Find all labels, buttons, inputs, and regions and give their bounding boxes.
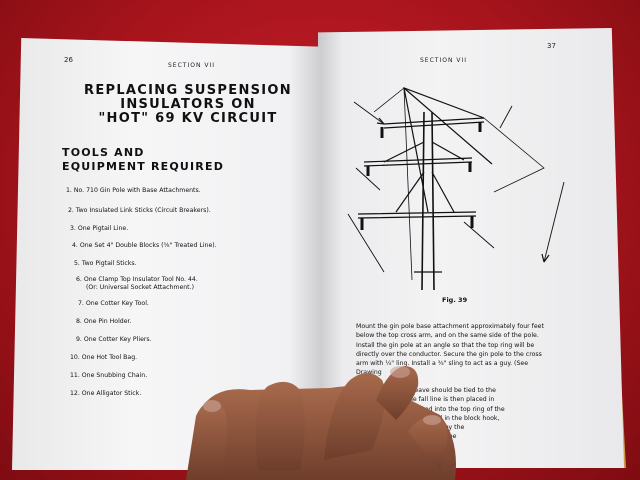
right-section-header: SECTION VII bbox=[420, 57, 467, 64]
right-page-number: 37 bbox=[547, 42, 556, 50]
list-item: 5. Two Pigtail Sticks. bbox=[74, 260, 137, 267]
text-line: Install the gin pole at an angle so that… bbox=[356, 341, 535, 349]
text-line: below the top cross arm, and on the same… bbox=[356, 332, 539, 340]
text-line: directly over the conductor. Secure the … bbox=[356, 350, 542, 358]
text-line: s imperative that all lines be bbox=[368, 433, 457, 441]
list-item: 7. One Cotter Key Tool. bbox=[78, 300, 149, 307]
section-subtitle: TOOLS AND EQUIPMENT REQUIRED bbox=[62, 146, 262, 174]
paragraph-mounting: Mount the gin pole base attachment appro… bbox=[356, 322, 544, 378]
title-line-2: INSULATORS ON bbox=[120, 97, 256, 112]
list-item: 2. Two Insulated Link Sticks (Circuit Br… bbox=[68, 207, 211, 214]
list-item: 6. One Clamp Top Insulator Tool No. 44. bbox=[76, 276, 198, 283]
list-item: 4. One Set 4" Double Blocks (⅝" Treated … bbox=[72, 242, 217, 249]
list-item: (Or: Universal Socket Attachment.) bbox=[86, 284, 194, 291]
text-line: Mount the gin pole base attachment appro… bbox=[356, 323, 544, 330]
pole-diagram bbox=[347, 87, 565, 291]
list-item: 8. One Pin Holder. bbox=[76, 318, 132, 325]
title-line-3: "HOT" 69 KV CIRCUIT bbox=[98, 111, 278, 126]
list-item: 1. No. 710 Gin Pole with Base Attachment… bbox=[66, 187, 201, 194]
subtitle-line-2: EQUIPMENT REQUIRED bbox=[62, 160, 225, 173]
text-line: arm with ¼" ling. Install a ¾" sling to … bbox=[356, 360, 529, 368]
text-line: th blocks are hooked into the top ring o… bbox=[368, 405, 505, 413]
text-line: Be blocks, a sheave should be tied to th… bbox=[368, 387, 496, 394]
page-title: REPLACING SUSPENSION INSULATORS ON "HOT"… bbox=[78, 84, 298, 126]
left-section-header: SECTION VII bbox=[168, 62, 215, 69]
list-item: 11. One Snubbing Chain. bbox=[70, 372, 148, 379]
figure-caption: Fig. 39 bbox=[442, 296, 468, 304]
list-item: 9. One Cotter Key Pliers. bbox=[76, 336, 152, 343]
list-item: 12. One Alligator Stick. bbox=[70, 390, 142, 397]
text-line: lated link stick is placed in the block … bbox=[368, 414, 500, 422]
paragraph-blocks: Be blocks, a sheave should be tied to th… bbox=[368, 386, 505, 442]
list-item: 10. One Hot Tool Bag. bbox=[70, 354, 138, 361]
text-line: Drawing bbox=[356, 369, 382, 377]
list-item: 3. One Pigtail Line. bbox=[70, 225, 129, 232]
title-line-1: REPLACING SUSPENSION bbox=[84, 83, 292, 98]
text-line: tached to the conductor by the bbox=[368, 424, 465, 432]
subtitle-line-1: TOOLS AND bbox=[62, 146, 145, 159]
text-line: cr the pole. The fall line is then place… bbox=[368, 396, 495, 404]
left-page-number: 26 bbox=[64, 56, 73, 64]
